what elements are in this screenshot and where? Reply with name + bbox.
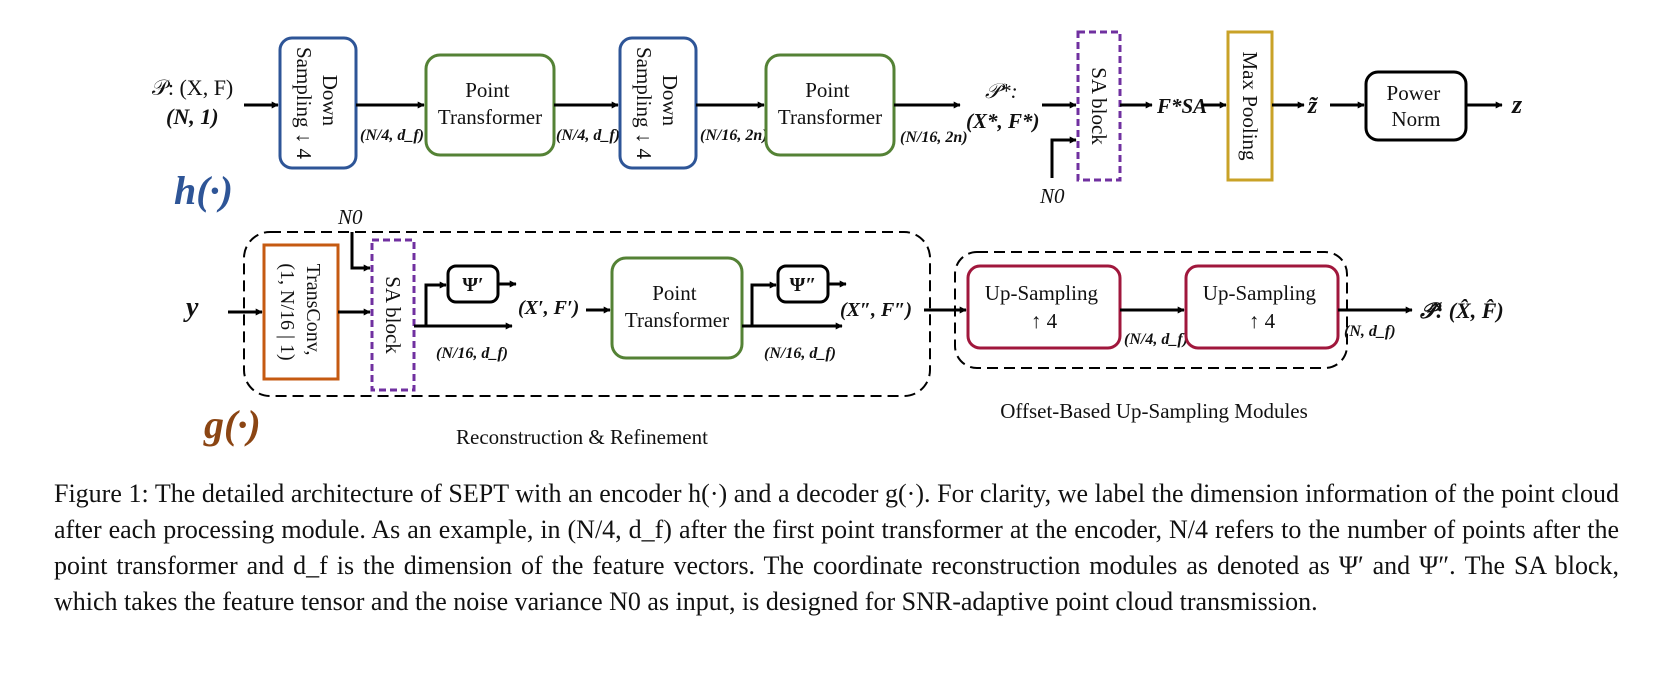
pt2-line1: Point	[805, 78, 850, 102]
pt-decoder-line1: Point	[652, 281, 697, 305]
decoder-input-y: y	[183, 292, 199, 323]
dim-label-up: (N/4, d_f)	[1124, 331, 1188, 348]
psi2-block: Ψ″	[776, 264, 830, 304]
ztilde-label: z̃	[1307, 93, 1318, 119]
up2-line2: ↑ 4	[1249, 309, 1276, 333]
svg-text:Point Transformer: Point Transformer	[778, 78, 882, 129]
point-transformer-block-1: Point Transformer	[424, 53, 556, 157]
pt2-line2: Transformer	[778, 105, 882, 129]
transconv-block: TransConv, (1, N/16 | 1)	[262, 243, 340, 381]
down-sampling-block-1: Down Sampling ↓ 4	[278, 36, 358, 170]
upsampling-block-1: Up-Sampling ↑ 4	[966, 264, 1122, 350]
down1-line2: Sampling ↓ 4	[292, 47, 316, 160]
upsampling-block-2: Up-Sampling ↑ 4	[1184, 264, 1340, 350]
arrow-noise-encoder-sa	[1050, 136, 1077, 178]
decoder-g-label: g(·)	[203, 402, 261, 447]
arrow-noise-decoder-sa	[350, 232, 371, 272]
power-norm-block: Power Norm	[1364, 70, 1468, 142]
down1-line1: Down	[318, 75, 342, 127]
psi1-label: Ψ′	[462, 274, 483, 296]
psi2-label: Ψ″	[790, 274, 817, 296]
up1-line1: Up-Sampling	[985, 281, 1099, 305]
sa-block-decoder-label: SA block	[381, 276, 405, 354]
figure-caption: Figure 1: The detailed architecture of S…	[54, 476, 1619, 620]
power-norm-line2: Norm	[1392, 107, 1441, 131]
xf1-label: (X′, F′)	[518, 297, 579, 319]
encoder-h-label: h(·)	[174, 168, 233, 213]
max-pooling-block: Max Pooling	[1226, 30, 1274, 182]
dim-label-4: (N/16, 2n)	[900, 129, 968, 146]
dim-label-1: (N/4, d_f)	[360, 127, 424, 144]
transconv-line1: TransConv,	[302, 264, 324, 356]
down-sampling-block-2: Down Sampling ↓ 4	[618, 36, 698, 170]
dim-label-out: (N, d_f)	[1344, 323, 1396, 340]
sa-block-encoder-label: SA block	[1087, 67, 1111, 145]
svg-text:Down Sampling ↓ 4: Down Sampling ↓ 4	[632, 47, 682, 160]
svg-text:Point Transformer: Point Transformer	[625, 281, 729, 332]
reconstruction-group	[243, 231, 931, 397]
point-transformer-block-2: Point Transformer	[764, 53, 896, 157]
down2-line2: Sampling ↓ 4	[632, 47, 656, 160]
xf2-label: (X″, F″)	[840, 299, 912, 321]
encoder-noise-label: N0	[1039, 184, 1065, 208]
sa-block-decoder: SA block	[370, 238, 416, 392]
pt1-line1: Point	[465, 78, 510, 102]
encoder-input-dims: (N, 1)	[166, 104, 219, 129]
up1-line2: ↑ 4	[1031, 309, 1058, 333]
svg-text:Up-Sampling ↑ 4: Up-Sampling ↑ 4	[985, 281, 1103, 333]
point-transformer-block-decoder: Point Transformer	[610, 256, 744, 360]
z-output-label: z	[1511, 90, 1523, 119]
psi1-block: Ψ′	[446, 264, 500, 304]
architecture-diagram: 𝒫: (X, F) (N, 1) Down Sampling ↓ 4 (N/4,…	[152, 30, 1523, 449]
group-label-reconstruction: Reconstruction & Refinement	[456, 425, 708, 449]
down2-line1: Down	[658, 75, 682, 127]
group-label-upsampling: Offset-Based Up-Sampling Modules	[1000, 399, 1308, 423]
fsa-label: F*SA	[1156, 94, 1207, 118]
decoder-output-label: 𝒫̂: (X̂, F̂)	[1419, 298, 1504, 323]
decoder-noise-label: N0	[337, 205, 363, 229]
dim-label-pt: (N/16, d_f)	[764, 345, 836, 362]
pstar-label: 𝒫*:	[985, 79, 1018, 103]
up2-line1: Up-Sampling	[1203, 281, 1317, 305]
svg-text:Point Transformer: Point Transformer	[438, 78, 542, 129]
svg-text:Up-Sampling ↑ 4: Up-Sampling ↑ 4	[1203, 281, 1321, 333]
encoder-input-label: 𝒫: (X, F)	[152, 75, 233, 100]
svg-text:TransConv, (1, N/16 | 1): TransConv, (1, N/16 | 1)	[276, 263, 324, 360]
power-norm-line1: Power	[1387, 81, 1441, 105]
svg-text:Down Sampling ↓ 4: Down Sampling ↓ 4	[292, 47, 342, 160]
dim-label-2: (N/4, d_f)	[556, 127, 620, 144]
arrow-pt-psi2	[742, 281, 777, 328]
arrow-sa-psi1	[414, 281, 447, 328]
pt-decoder-line2: Transformer	[625, 308, 729, 332]
transconv-line2: (1, N/16 | 1)	[276, 263, 298, 360]
dim-label-sa: (N/16, d_f)	[436, 345, 508, 362]
sa-block-encoder: SA block	[1076, 30, 1122, 182]
dim-label-3: (N/16, 2n)	[700, 127, 768, 144]
svg-text:Power Norm: Power Norm	[1387, 81, 1446, 131]
pstar-value: (X*, F*)	[966, 109, 1040, 133]
max-pooling-label: Max Pooling	[1238, 51, 1262, 161]
pt1-line2: Transformer	[438, 105, 542, 129]
caption-text: Figure 1: The detailed architecture of S…	[54, 479, 1619, 616]
